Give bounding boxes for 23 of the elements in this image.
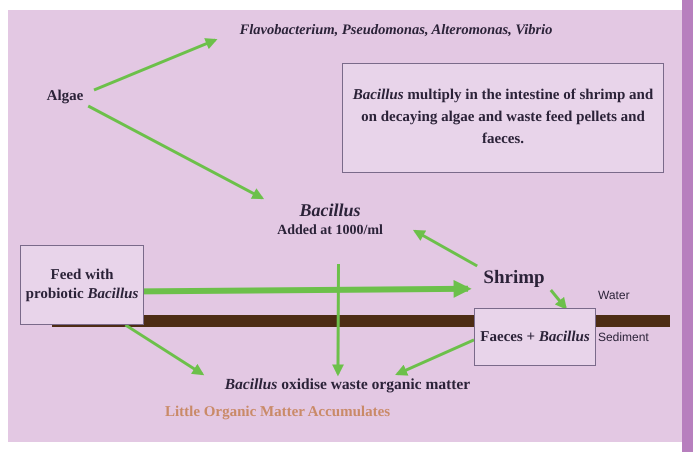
arrow	[144, 280, 472, 298]
feed-text: Feed with probiotic Bacillus	[24, 266, 140, 304]
arrow	[550, 289, 568, 310]
layer-label: Sediment	[598, 330, 649, 344]
organism-label: Shrimp	[468, 266, 560, 290]
arrow	[93, 38, 218, 92]
conclusion-text: Little Organic Matter Accumulates	[165, 404, 390, 421]
process-statement: Bacillus oxidise waste organic matter	[140, 374, 555, 396]
arrow	[412, 230, 478, 268]
arrow	[124, 324, 204, 376]
organism-label: Algae	[36, 86, 94, 106]
faeces-text: Faeces + Bacillus	[480, 328, 590, 347]
organism-label: Bacillus	[298, 199, 362, 222]
bacteria-list: Flavobacterium, Pseudomonas, Alteromonas, Vibrio	[140, 20, 652, 40]
feed-box	[20, 245, 144, 325]
note-box	[342, 63, 664, 173]
note-text: Bacillus multiply in the intestine of shrimp and on decaying algae and waste feed pellets and faeces.	[352, 86, 654, 149]
arrow	[332, 264, 344, 376]
arrow	[395, 338, 475, 376]
faeces-box	[474, 308, 596, 366]
layer-label: Water	[598, 288, 630, 302]
arrow	[88, 104, 264, 200]
dose-note: Added at 1000/ml	[276, 222, 384, 240]
